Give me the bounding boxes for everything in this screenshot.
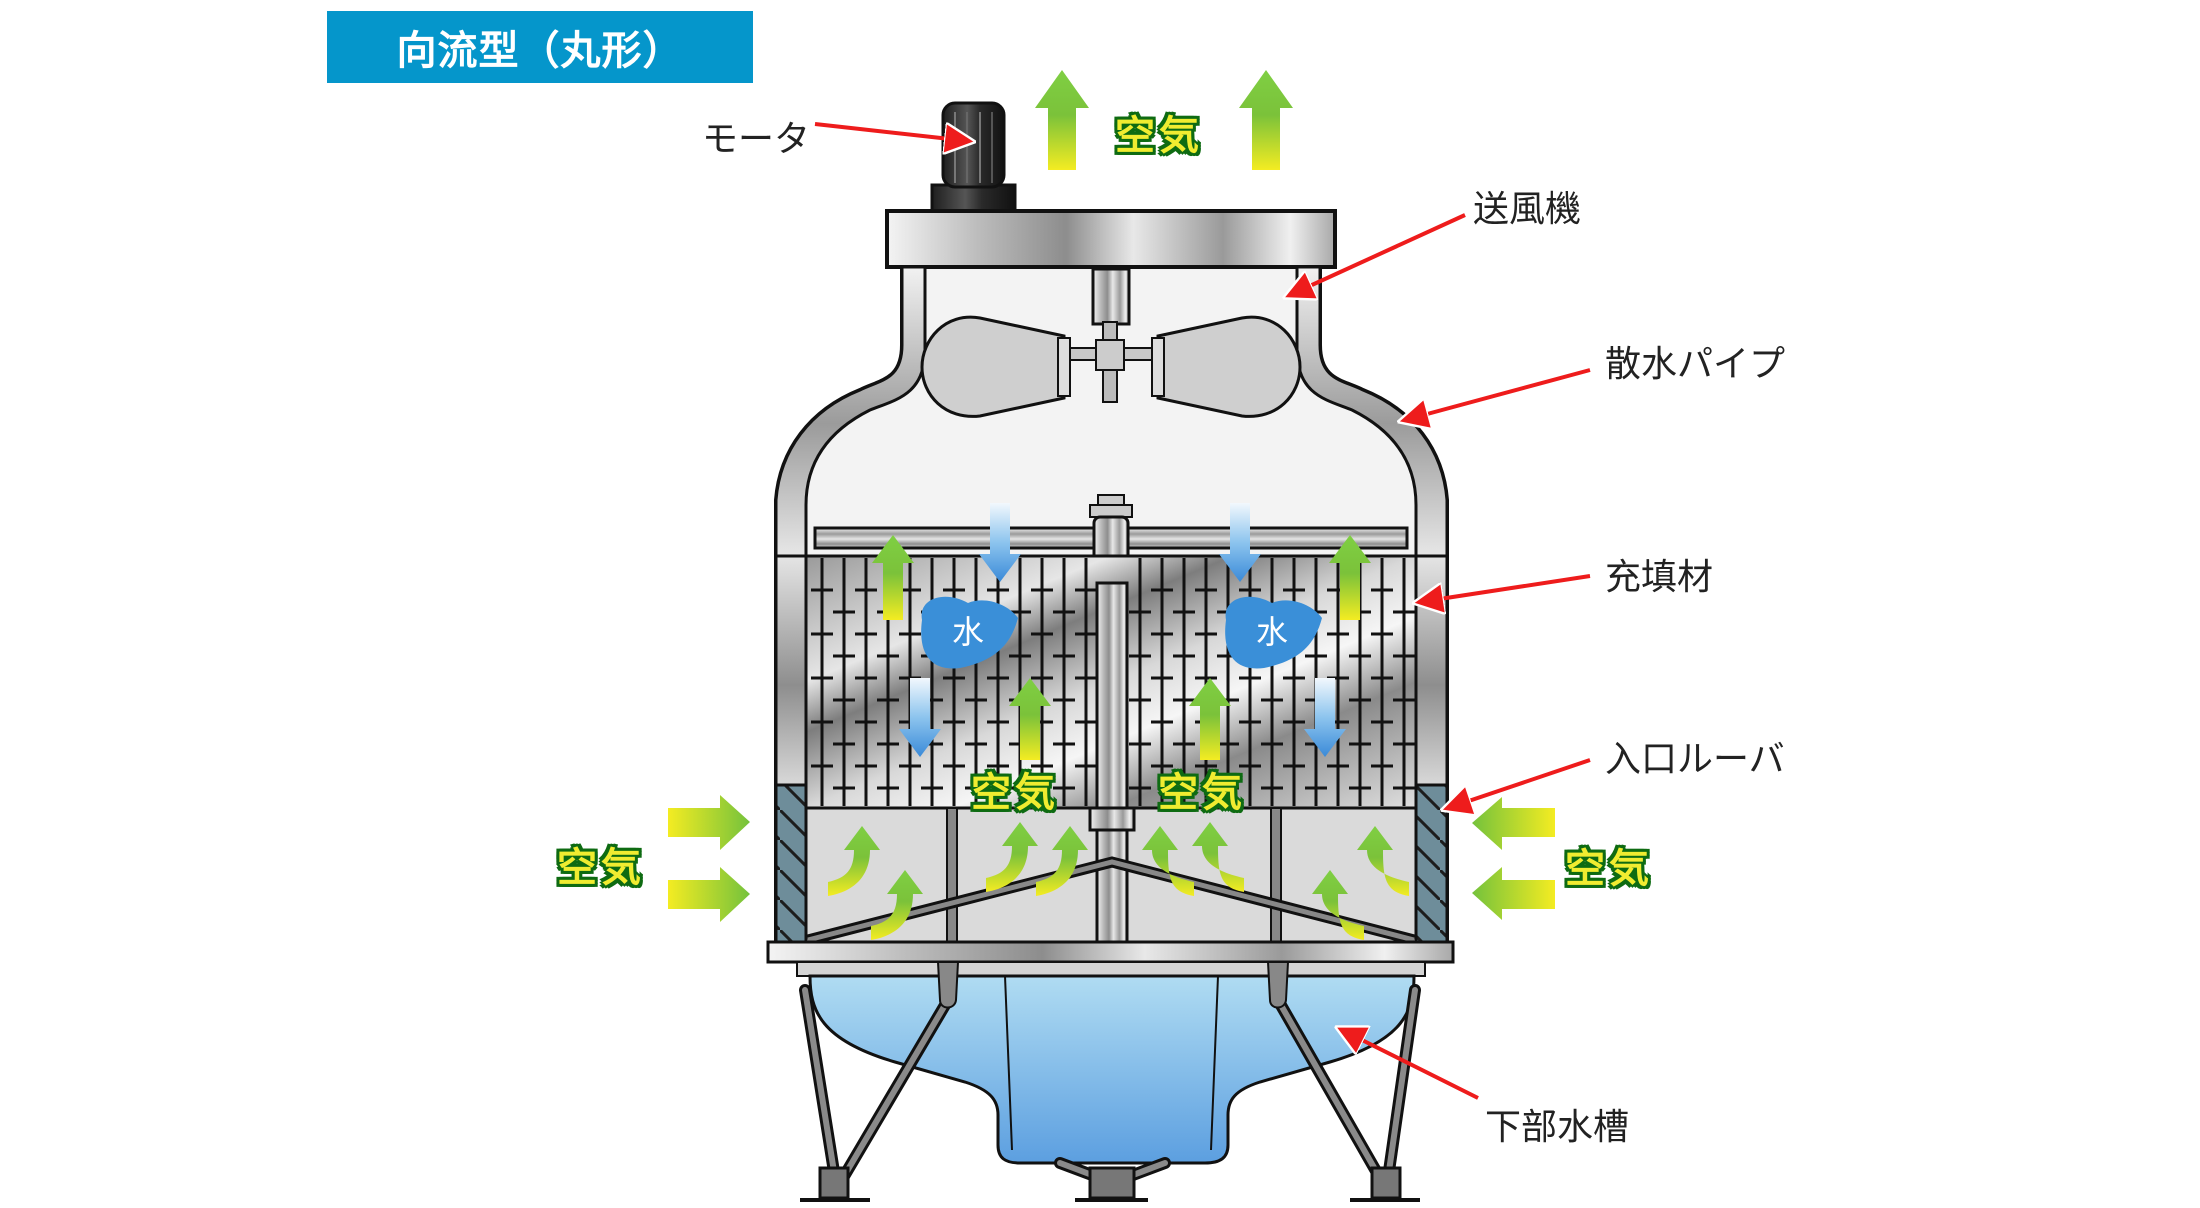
air-label-fill-left: 空気 <box>971 770 1059 816</box>
callout-fill: 充填材 <box>1605 557 1714 598</box>
air-label-top: 空気 <box>1115 113 1203 159</box>
callout-motor: モータ <box>702 119 811 160</box>
air-arrow-icon <box>1472 797 1555 920</box>
base-frame <box>766 940 1455 964</box>
curved-air-arrow-icon <box>1357 826 1409 896</box>
water-blob-right: 水 <box>1225 596 1322 669</box>
feet <box>818 1166 1402 1200</box>
air-label-inlet-left: 空気 <box>557 845 645 891</box>
callout-arrow-icon <box>1405 368 1591 420</box>
curved-air-arrow-icon <box>1142 826 1194 896</box>
air-arrow-icon <box>872 535 914 620</box>
callout-lower-basin: 下部水槽 <box>1485 1107 1630 1148</box>
air-label-inlet-right: 空気 <box>1565 846 1653 892</box>
water-arrow-icon <box>1219 503 1261 582</box>
motor <box>930 101 1017 214</box>
curved-air-arrow-icon <box>1312 870 1364 940</box>
air-arrow-icon <box>1189 678 1231 760</box>
callout-spray-pipe: 散水パイプ <box>1605 344 1786 385</box>
water-arrow-icon <box>899 678 941 757</box>
air-arrow-icon <box>1035 70 1089 170</box>
callout-inlet-louver: 入口ルーバ <box>1605 739 1785 780</box>
water-label-right: 水 <box>1256 613 1288 651</box>
inlet-louver-left <box>774 783 808 944</box>
callout-arrow-icon <box>1290 213 1466 295</box>
curved-air-arrow-icon <box>1192 822 1244 892</box>
curved-air-arrow-icon <box>871 870 923 940</box>
diagram-title: 向流型（丸形） <box>327 11 753 83</box>
callout-arrow-icon <box>814 122 968 141</box>
air-label-fill-right: 空気 <box>1158 770 1246 816</box>
inlet-louver-right <box>1414 783 1449 944</box>
callout-arrow-icon <box>1420 574 1591 602</box>
fan <box>920 267 1302 418</box>
air-arrow-icon <box>1239 70 1293 170</box>
air-arrow-icon <box>1329 535 1371 620</box>
water-arrow-icon <box>1304 678 1346 757</box>
water-label-left: 水 <box>952 613 984 651</box>
top-deck <box>885 209 1337 269</box>
air-arrow-icon <box>1009 678 1051 760</box>
callout-arrows <box>814 122 1591 1100</box>
air-arrow-icon <box>668 795 750 922</box>
callout-arrow-icon <box>1448 758 1591 808</box>
curved-air-arrow-icon <box>1036 826 1088 896</box>
curved-air-arrow-icon <box>986 822 1038 892</box>
water-arrow-icon <box>979 503 1021 582</box>
curved-air-arrow-icon <box>828 826 880 896</box>
callout-arrow-icon <box>1342 1030 1479 1100</box>
water-blob-left: 水 <box>921 596 1018 669</box>
callout-fan: 送風機 <box>1473 189 1582 230</box>
